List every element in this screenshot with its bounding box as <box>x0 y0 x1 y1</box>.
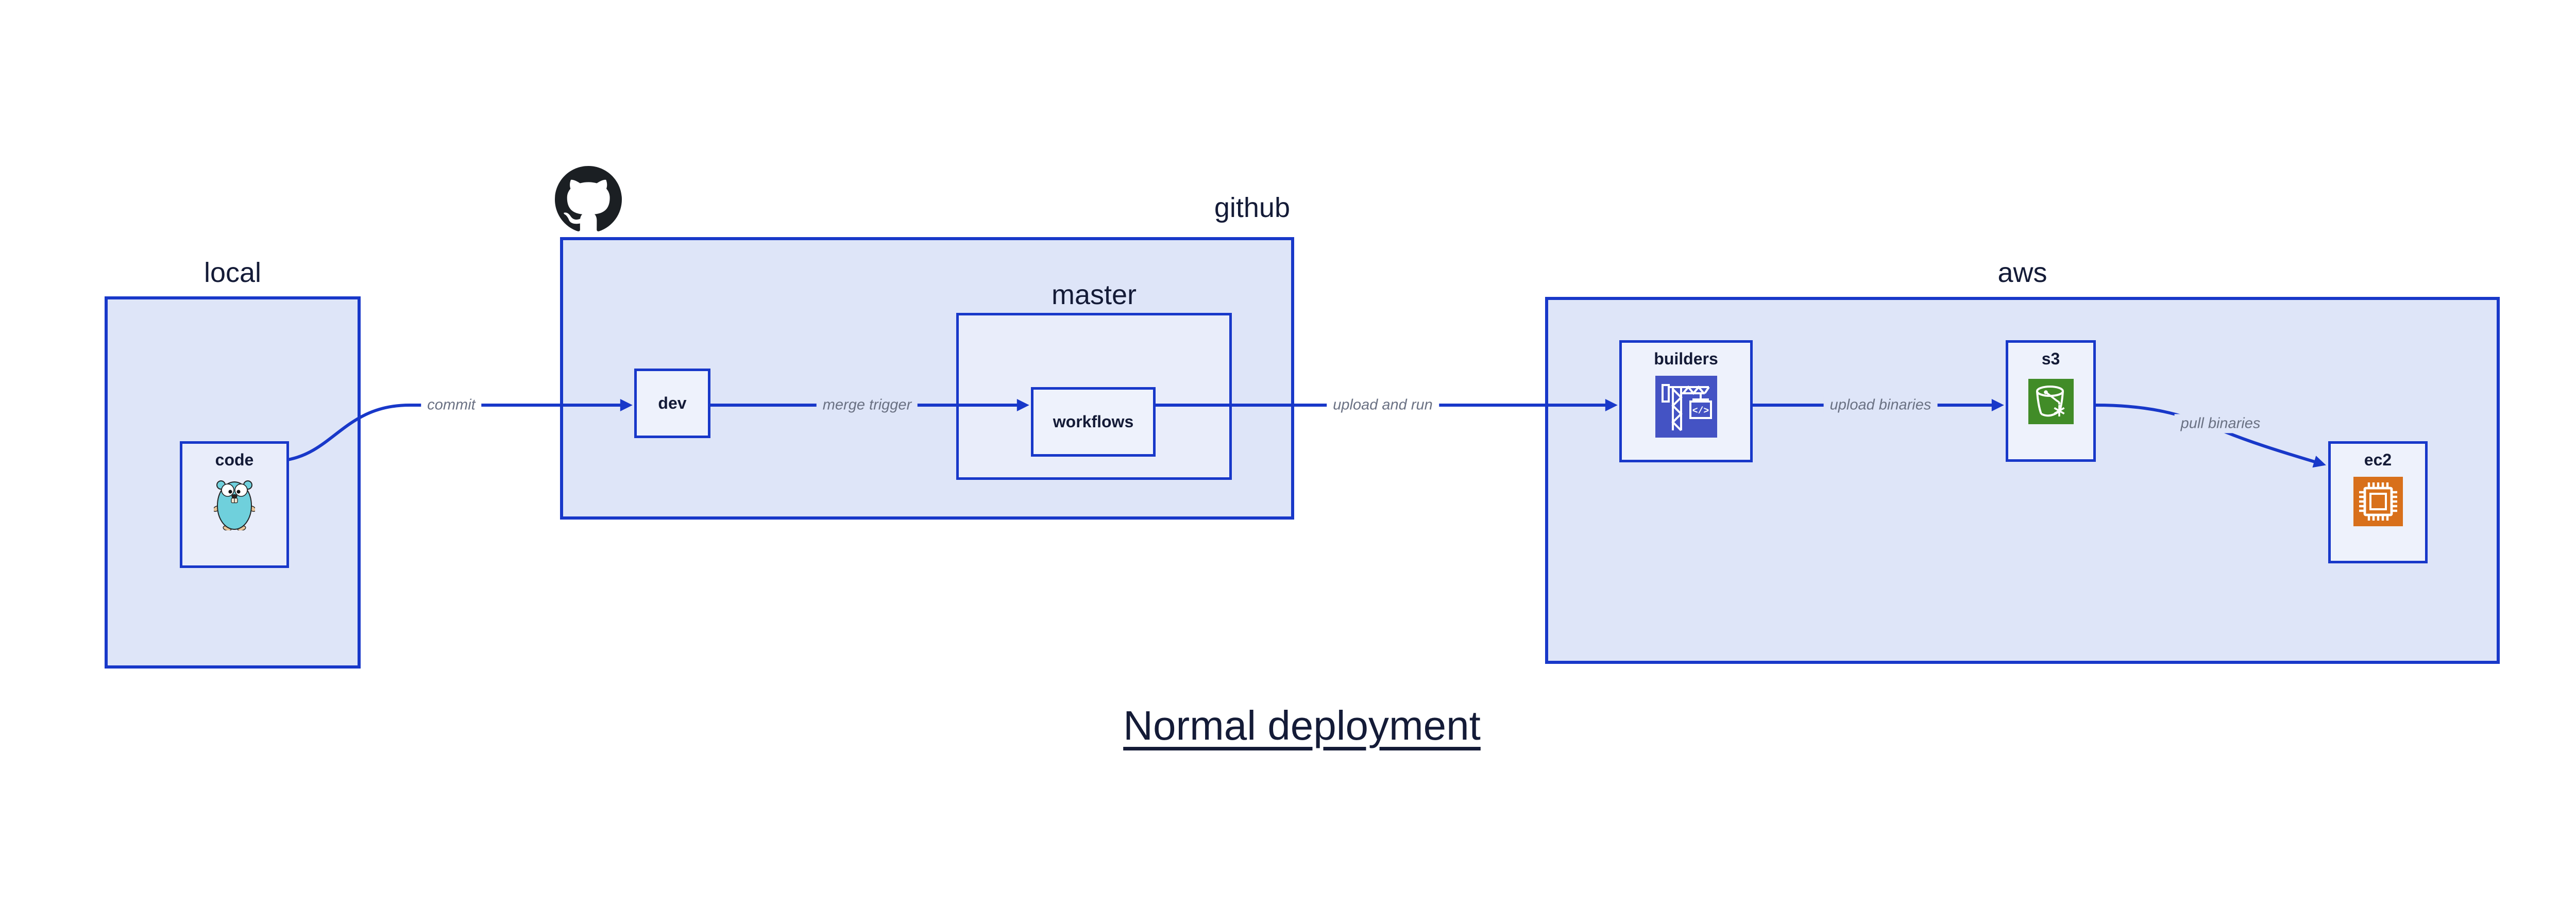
pull-binaries-edge-label: pull binaries <box>2174 414 2267 433</box>
local-zone-label: local <box>204 257 262 288</box>
github-octocat-icon <box>555 166 622 233</box>
master-zone-label: master <box>1051 279 1137 310</box>
s3-node-label: s3 <box>2041 349 2060 368</box>
github-zone-label: github <box>1214 192 1290 223</box>
upload-and-run-edge-label: upload and run <box>1327 395 1439 415</box>
go-gopher-icon <box>212 477 257 531</box>
ec2-node: ec2 <box>2328 441 2428 563</box>
s3-node: s3 <box>2006 340 2096 462</box>
code-node: code <box>180 441 289 568</box>
diagram-title: Normal deployment <box>1123 703 1481 748</box>
workflows-node-label: workflows <box>1053 412 1134 431</box>
commit-edge-label: commit <box>421 395 482 415</box>
merge-trigger-edge-label: merge trigger <box>816 395 918 415</box>
workflows-node: workflows <box>1031 387 1156 457</box>
code-node-label: code <box>215 450 254 469</box>
aws-zone-label: aws <box>1997 257 2047 288</box>
codebuild-crane-icon: </> <box>1655 376 1717 438</box>
ec2-node-label: ec2 <box>2364 450 2392 469</box>
builders-node-label: builders <box>1654 349 1718 368</box>
s3-bucket-icon <box>2028 379 2074 425</box>
upload-binaries-edge-label: upload binaries <box>1823 395 1938 415</box>
dev-node: dev <box>634 369 710 438</box>
builders-code-glyph: </> <box>1692 406 1708 416</box>
ec2-chip-icon <box>2353 477 2403 527</box>
dev-node-label: dev <box>658 394 687 413</box>
builders-node: builders </> <box>1619 340 1753 462</box>
